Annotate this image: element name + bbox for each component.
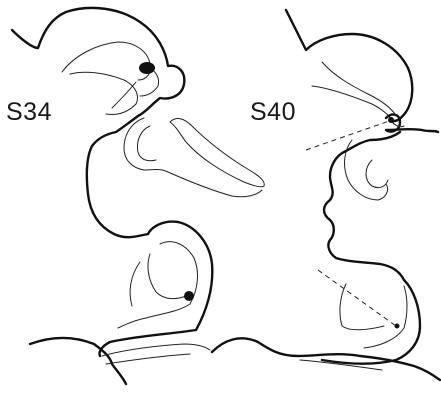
s40-lower-fold bbox=[340, 284, 384, 330]
s34-lobe-upper bbox=[112, 82, 136, 108]
s40-upper-outline bbox=[286, 10, 412, 121]
s40-base-outline bbox=[212, 338, 440, 380]
s34-arm-inner bbox=[170, 119, 264, 187]
s34-base-outline bbox=[30, 338, 126, 384]
s40-marker-upper bbox=[388, 117, 394, 123]
s40-upper-inner2 bbox=[312, 86, 394, 124]
s34-lower-outline bbox=[99, 222, 212, 356]
s34-marker-lower bbox=[184, 291, 194, 301]
section-s40-drawing bbox=[212, 10, 440, 380]
s34-lower-fold bbox=[148, 254, 186, 299]
s34-marker-upper bbox=[139, 62, 155, 74]
s40-crescent-inner bbox=[366, 160, 388, 188]
s34-inner-curve-mid bbox=[70, 72, 138, 114]
s40-lower-inner bbox=[364, 286, 407, 348]
section-label-s40: S40 bbox=[250, 100, 296, 125]
section-label-s34: S34 bbox=[6, 100, 52, 125]
s40-upper-inner bbox=[322, 62, 396, 116]
s34-base-inner bbox=[102, 344, 210, 356]
s40-dashed-line-lower bbox=[318, 270, 396, 326]
s40-wavy-border bbox=[324, 132, 404, 280]
section-s34-drawing bbox=[12, 8, 264, 384]
s34-lower-fold2 bbox=[130, 262, 140, 306]
s34-base-inner2 bbox=[106, 354, 190, 364]
s40-marker-lower bbox=[395, 324, 400, 329]
s34-hook-inner bbox=[138, 126, 157, 161]
